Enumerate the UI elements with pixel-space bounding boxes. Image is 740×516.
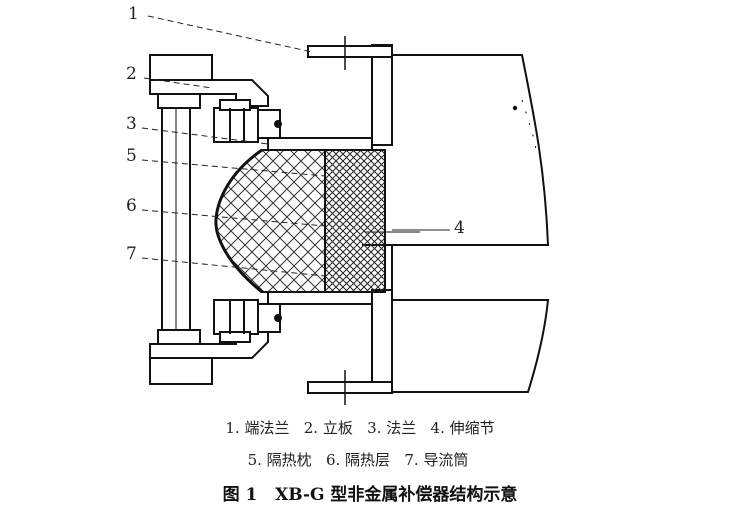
upper-bolt-nut — [213, 99, 282, 143]
compensator-structure-diagram — [141, 15, 550, 405]
callout-1: 1 — [128, 4, 139, 24]
figure-caption: 图 1 XB-G 型非金属补偿器结构示意 — [222, 485, 518, 505]
callout-3: 3 — [126, 114, 137, 134]
leader-lines — [141, 15, 450, 277]
callout-7: 7 — [126, 244, 137, 264]
expansion-joint-belt — [214, 148, 263, 294]
callout-6: 6 — [126, 196, 137, 216]
callout-4: 4 — [454, 218, 465, 238]
legend-line-2: 5. 隔热枕 6. 隔热层 7. 导流筒 — [247, 451, 469, 469]
lower-bolt-nut — [213, 299, 282, 343]
legend-line-1: 1. 端法兰 2. 立板 3. 法兰 4. 伸缩节 — [225, 419, 495, 437]
bolt-rod — [161, 84, 191, 354]
callout-2: 2 — [126, 64, 137, 84]
insulation-pillow — [214, 149, 326, 293]
callout-5: 5 — [126, 146, 137, 166]
insulation-layer — [324, 149, 386, 293]
